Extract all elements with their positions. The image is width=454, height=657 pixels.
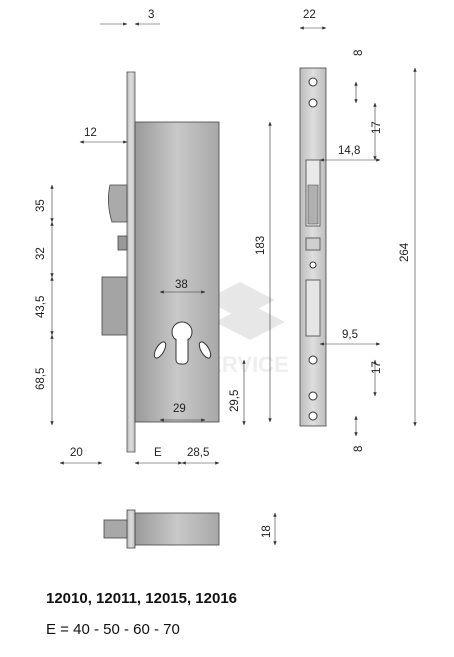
faceplate-side [126,71,136,453]
fixing-hole-right [198,341,212,359]
dim-backset: E [154,447,162,459]
backset-options: E = 40 - 50 - 60 - 70 [46,621,180,638]
dim-case-edge: 28,5 [187,447,209,459]
dim-forend-depth: 12 [84,127,97,139]
dim-top-hole-spacing: 8 [353,50,365,56]
lock-case [134,121,220,423]
watermark-logo-icon [205,282,285,340]
deadbolt-opening [305,279,321,337]
top-deadbolt [103,519,128,539]
dim-latch-height: 35 [35,199,47,212]
dim-bottom-hole-spacing: 8 [353,446,365,452]
dimension-lines [50,22,417,546]
dim-latch-offset: 14,8 [338,145,360,157]
dim-lower-hole-offset: 9,5 [342,329,358,341]
latch-bolt [108,184,128,223]
dim-faceplate-thickness: 3 [148,9,154,21]
lock-side-view [101,71,220,453]
faceplate-front-view [299,67,327,427]
dim-deadbolt-height: 43,5 [35,296,47,318]
dim-deadbolt-throw: 20 [70,447,83,459]
screw-hole-icon [308,77,318,421]
dim-cylinder-offset: 68,5 [35,368,47,390]
dim-cylinder-hole-offset: 29,5 [229,390,241,412]
dim-latch-to-deadbolt: 32 [35,247,47,260]
trigger-opening [305,237,321,251]
lock-top-view [103,509,220,549]
latch-front [307,184,319,225]
euro-cylinder-hole-icon [171,321,193,365]
dim-overall-height: 264 [399,242,411,262]
dim-cylinder-spacing: 29 [173,403,186,415]
dim-bottom-hole-offset: 17 [371,361,383,374]
dim-cylinder-width: 38 [175,279,188,291]
dim-top-hole-offset: 17 [371,121,383,134]
deadbolt [101,276,128,336]
fixing-hole-left [153,341,167,359]
dim-case-thickness: 18 [261,525,273,538]
dimension-labels: 3 22 8 17 12 14,8 183 264 35 32 43,5 68,… [35,9,411,538]
top-faceplate [126,509,136,549]
lower-hole [309,261,317,269]
model-numbers: 12010, 12011, 12015, 12016 [46,590,238,607]
anti-friction-trigger [117,235,128,251]
dim-faceplate-width: 22 [303,9,316,21]
top-case [134,512,220,546]
dim-case-height: 183 [255,236,267,255]
